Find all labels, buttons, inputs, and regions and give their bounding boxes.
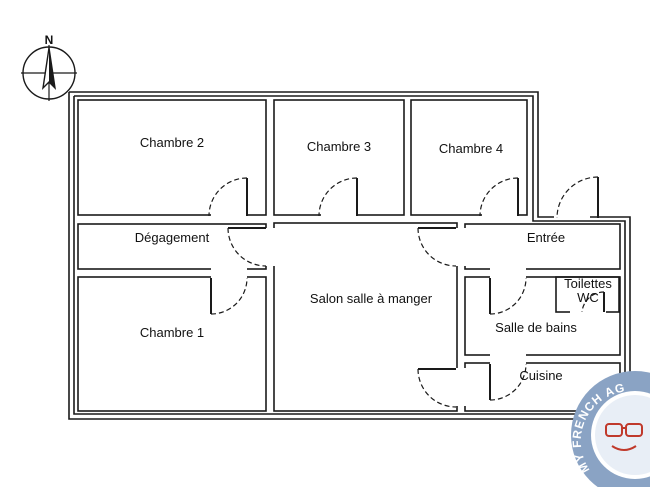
label-chambre-4: Chambre 4 bbox=[439, 141, 503, 156]
label-cuisine: Cuisine bbox=[519, 368, 562, 383]
label-chambre-2: Chambre 2 bbox=[140, 135, 204, 150]
door-cuisine bbox=[489, 363, 527, 401]
room-chambre-1 bbox=[77, 276, 267, 412]
label-chambre-3: Chambre 3 bbox=[307, 139, 371, 154]
door-chambre-1 bbox=[210, 277, 248, 315]
compass-icon: N bbox=[21, 33, 77, 101]
doors bbox=[208, 176, 605, 408]
room-chambre-4 bbox=[410, 99, 528, 216]
door-openings bbox=[211, 212, 606, 406]
room-labels: Chambre 2 Chambre 3 Chambre 4 Dégagement… bbox=[135, 135, 613, 383]
label-salle-de-bains: Salle de bains bbox=[495, 320, 577, 335]
label-chambre-1: Chambre 1 bbox=[140, 325, 204, 340]
label-toilettes: Toilettes bbox=[564, 276, 612, 291]
compass-north-label: N bbox=[45, 33, 54, 47]
room-salle-de-bains bbox=[464, 276, 621, 356]
outer-walls bbox=[68, 91, 631, 420]
door-salle-de-bains bbox=[489, 277, 527, 315]
room-salon bbox=[273, 222, 458, 412]
label-salon: Salon salle à manger bbox=[310, 291, 433, 306]
glasses-icon bbox=[605, 423, 643, 451]
door-chambre-4 bbox=[479, 177, 519, 217]
label-degagement: Dégagement bbox=[135, 230, 210, 245]
room-chambre-3 bbox=[273, 99, 405, 216]
agency-logo: MY FRENCH AG bbox=[570, 371, 650, 487]
door-cuisine-side bbox=[417, 368, 457, 408]
door-toilettes bbox=[581, 291, 605, 313]
door-chambre-3 bbox=[318, 177, 358, 217]
door-degagement bbox=[227, 227, 267, 267]
door-entree bbox=[556, 176, 599, 219]
door-chambre-2 bbox=[208, 177, 248, 217]
door-salon bbox=[417, 227, 457, 267]
label-wc: WC bbox=[577, 290, 599, 305]
label-entree: Entrée bbox=[527, 230, 565, 245]
room-chambre-2 bbox=[77, 99, 267, 216]
